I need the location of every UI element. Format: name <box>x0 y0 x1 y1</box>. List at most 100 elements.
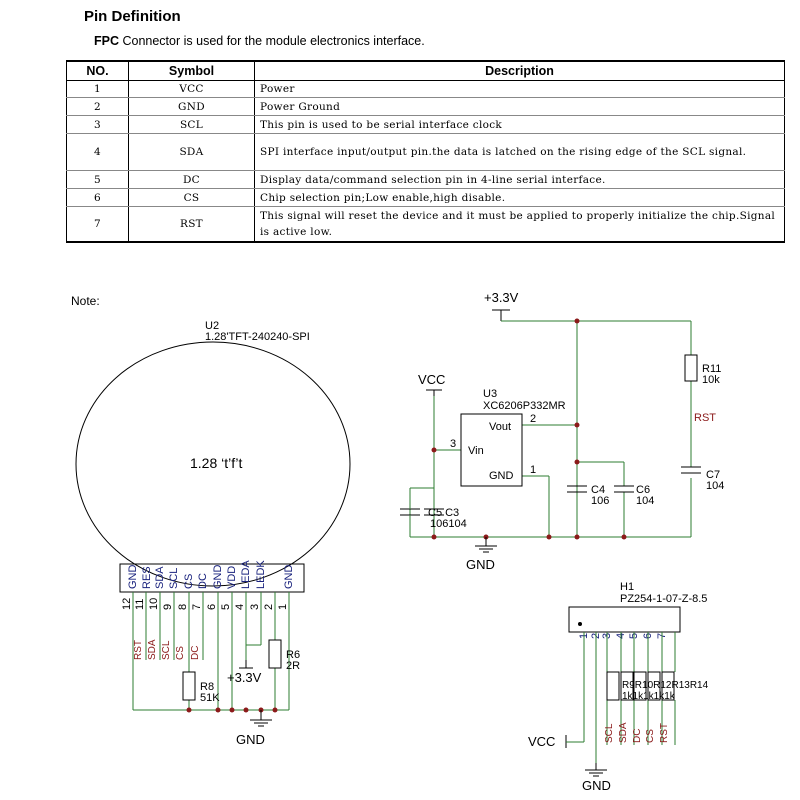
c6-capacitor <box>614 485 634 493</box>
u2-ref: U2 <box>205 320 219 332</box>
cell-desc: This signal will reset the device and it… <box>254 206 785 243</box>
u3-pin1: 1 <box>530 464 536 476</box>
intro-fpc: FPC <box>94 34 119 48</box>
note-label: Note: <box>71 294 100 308</box>
r8-resistor <box>182 671 196 701</box>
r11-ref: R11 <box>702 363 721 375</box>
h1-signal-label: CS <box>645 729 656 743</box>
u2-signal-label: RST <box>133 640 144 660</box>
u2-pin-label: RES <box>141 566 153 589</box>
u2-pin-number: 1 <box>277 604 289 610</box>
u2-pin-number: 5 <box>220 604 232 610</box>
cell-no: 6 <box>66 188 129 207</box>
h1-signal-label: DC <box>632 729 643 743</box>
c6-val: 104 <box>636 495 654 507</box>
c4-capacitor <box>567 485 587 493</box>
cell-desc: Power <box>254 80 785 98</box>
cell-desc: This pin is used to be serial interface … <box>254 115 785 134</box>
cell-no: 2 <box>66 97 129 116</box>
table-header-row: NO. Symbol Description <box>66 60 785 81</box>
table-row: 1 VCC Power <box>66 80 785 98</box>
u2-pin-number: 2 <box>263 604 275 610</box>
c7-capacitor <box>681 466 701 474</box>
c7-ref: C7 <box>706 469 720 481</box>
u2-pin-number: 12 <box>121 598 133 610</box>
h1-pin1-marker <box>578 622 582 626</box>
cell-symbol: VCC <box>128 80 255 98</box>
c4-ref: C4 <box>591 484 605 496</box>
h1-ref: H1 <box>620 581 634 593</box>
c6-ref: C6 <box>636 484 650 496</box>
u2-pin-number: 8 <box>177 604 189 610</box>
r11-resistor <box>684 354 698 382</box>
reg-v33-label: +3.3V <box>484 290 519 305</box>
u2-pin-label: DC <box>197 573 209 589</box>
u2-pin-label: SDA <box>154 566 166 589</box>
r11-val: 10k <box>702 374 720 386</box>
cell-symbol: SCL <box>128 115 255 134</box>
cell-no: 3 <box>66 115 129 134</box>
cell-symbol: DC <box>128 170 255 189</box>
r8-val: 51K <box>200 692 220 704</box>
cell-no: 1 <box>66 80 129 98</box>
u2-pin-number: 10 <box>148 598 160 610</box>
table-row: 3 SCL This pin is used to be serial inte… <box>66 115 785 134</box>
u3-gnd: GND <box>489 470 514 482</box>
h1-connector <box>568 606 681 633</box>
c7-val: 104 <box>706 480 724 492</box>
u2-wires <box>132 592 290 711</box>
u2-pin-label: VDD <box>226 566 238 589</box>
u2-pin-label: LEDK <box>255 560 267 589</box>
schematic-diagram: Note: U2 1.28'TFT-240240-SPI 1.28 ‘t’f’t… <box>71 290 724 793</box>
h1-signal-label: RST <box>659 723 670 743</box>
u2-pin-label: GND <box>283 565 295 590</box>
u3-vout: Vout <box>489 421 511 433</box>
u2-pin-label: GND <box>127 565 139 590</box>
u2-signal-label: DC <box>190 646 201 660</box>
u2-pin-label: SCL <box>168 568 180 589</box>
r11-rst-label: RST <box>694 412 716 424</box>
u2-signal-label: CS <box>175 646 186 660</box>
c4-val: 106 <box>591 495 609 507</box>
table-row: 6 CS Chip selection pin;Low enable,high … <box>66 188 785 207</box>
cell-desc: Power Ground <box>254 97 785 116</box>
u3-part: XC6206P332MR <box>483 400 566 412</box>
cell-no: 4 <box>66 133 129 171</box>
u2-pin-header <box>119 563 305 593</box>
u2-pin-label: LEDA <box>240 560 252 589</box>
u2-signal-label: SCL <box>161 640 172 660</box>
display-outline <box>75 341 351 587</box>
page-title: Pin Definition <box>84 8 181 25</box>
h1-part: PZ254-1-07-Z-8.5 <box>620 593 707 605</box>
r8-ref: R8 <box>200 681 214 693</box>
cell-desc: Chip selection pin;Low enable,high disab… <box>254 188 785 207</box>
cell-symbol: RST <box>128 206 255 243</box>
u2-vdd-label: +3.3V <box>227 670 262 685</box>
cell-no: 7 <box>66 206 129 243</box>
display-label: 1.28 ‘t’f’t <box>190 455 243 471</box>
u3-pin2: 2 <box>530 413 536 425</box>
u2-gnd-label: GND <box>236 732 265 747</box>
u2-pin-number: 6 <box>206 604 218 610</box>
cell-desc: SPI interface input/output pin.the data … <box>254 133 785 171</box>
reg-vcc-label: VCC <box>418 372 445 387</box>
u3-chip <box>460 413 523 487</box>
table-row: 5 DC Display data/command selection pin … <box>66 170 785 189</box>
col-no: NO. <box>66 60 129 81</box>
col-symbol: Symbol <box>128 60 255 81</box>
h1-vcc-label: VCC <box>528 734 555 749</box>
h1-wires <box>583 632 676 763</box>
u2-signal-label: SDA <box>147 639 158 660</box>
cell-no: 5 <box>66 170 129 189</box>
c5c3-val: 106104 <box>430 518 467 530</box>
cell-symbol: CS <box>128 188 255 207</box>
u3-pin3: 3 <box>450 438 456 450</box>
cell-symbol: GND <box>128 97 255 116</box>
h1-resistor-vals: 1k1k1k1k1k <box>622 691 676 702</box>
u2-part: 1.28'TFT-240240-SPI <box>205 331 310 343</box>
intro-text: FPC Connector is used for the module ele… <box>94 34 425 48</box>
